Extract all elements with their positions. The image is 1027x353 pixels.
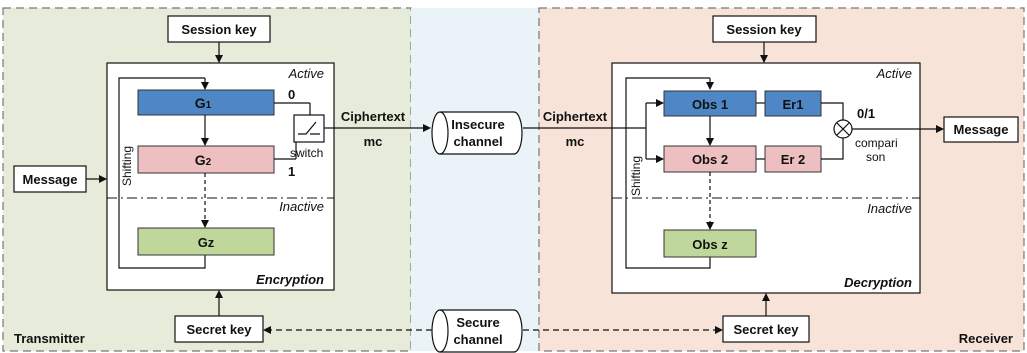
secure-channel-label-1: Secure (456, 315, 499, 330)
rx-message-box (943, 116, 1019, 143)
rx-session-key-box (712, 15, 817, 43)
rx-session-key-label: Session key (726, 22, 802, 37)
tx-ciphertext-label: Ciphertext (341, 109, 406, 124)
g1-block (137, 89, 275, 116)
tx-session-key-label: Session key (181, 22, 257, 37)
rx-secret-key-label: Secret key (733, 322, 799, 337)
rx-bits-label: 0/1 (857, 106, 875, 121)
decryption-label: Decryption (844, 275, 912, 290)
tx-active-label: Active (288, 66, 324, 81)
secure-channel: Secure channel (431, 309, 523, 353)
rx-shifting-loop (625, 77, 711, 269)
comparator-icon (833, 119, 853, 139)
rx-active-label: Active (876, 66, 912, 81)
rx-inactive-label: Inactive (867, 201, 912, 216)
bit-0-label: 0 (288, 87, 295, 102)
rx-message-label: Message (954, 122, 1009, 137)
obs2-label: Obs 2 (692, 152, 728, 167)
er2-to-comparator (821, 138, 844, 160)
g2-block (137, 145, 275, 174)
g1-label: G1 (195, 95, 212, 111)
bit-1-label: 1 (288, 164, 295, 179)
obsz-label: Obs z (692, 237, 728, 252)
channel-region (411, 8, 539, 351)
insecure-channel: Insecure channel (431, 111, 523, 155)
gz-block (137, 227, 275, 256)
er1-to-comparator (821, 102, 844, 120)
tx-secret-key-label: Secret key (186, 322, 252, 337)
er2-label: Er 2 (781, 152, 806, 167)
switch-icon (298, 121, 320, 135)
tx-session-key-box (167, 15, 271, 43)
tx-inactive-label: Inactive (279, 199, 324, 214)
comparison-label-1: compari (855, 136, 898, 150)
rx-ciphertext-label: Ciphertext (543, 109, 608, 124)
gz-label: Gz (198, 235, 215, 250)
tx-shifting-label: Shifting (120, 146, 134, 186)
obs1-label: Obs 1 (692, 97, 728, 112)
switch-box (293, 114, 325, 143)
er1-block (764, 90, 822, 117)
secure-channel-label-2: channel (453, 332, 502, 347)
comparison-label-2: son (866, 150, 885, 164)
tx-message-label: Message (23, 172, 78, 187)
encryption-label: Encryption (256, 272, 324, 287)
tx-message-box (13, 165, 87, 193)
obs2-block (663, 145, 757, 173)
rx-shifting-label: Shifting (629, 156, 643, 196)
rx-secret-key-box (722, 315, 810, 343)
g2-label: G2 (195, 152, 212, 168)
rx-mc-label: mc (566, 134, 585, 149)
er1-label: Er1 (783, 97, 804, 112)
receiver-label: Receiver (959, 331, 1013, 346)
insecure-channel-label-1: Insecure (451, 117, 504, 132)
insecure-channel-label-2: channel (453, 134, 502, 149)
transmitter-label: Transmitter (14, 331, 85, 346)
tx-shifting-loop (118, 77, 206, 269)
tx-mc-label: mc (364, 134, 383, 149)
switch-label: switch (290, 146, 323, 160)
obsz-block (663, 229, 757, 258)
